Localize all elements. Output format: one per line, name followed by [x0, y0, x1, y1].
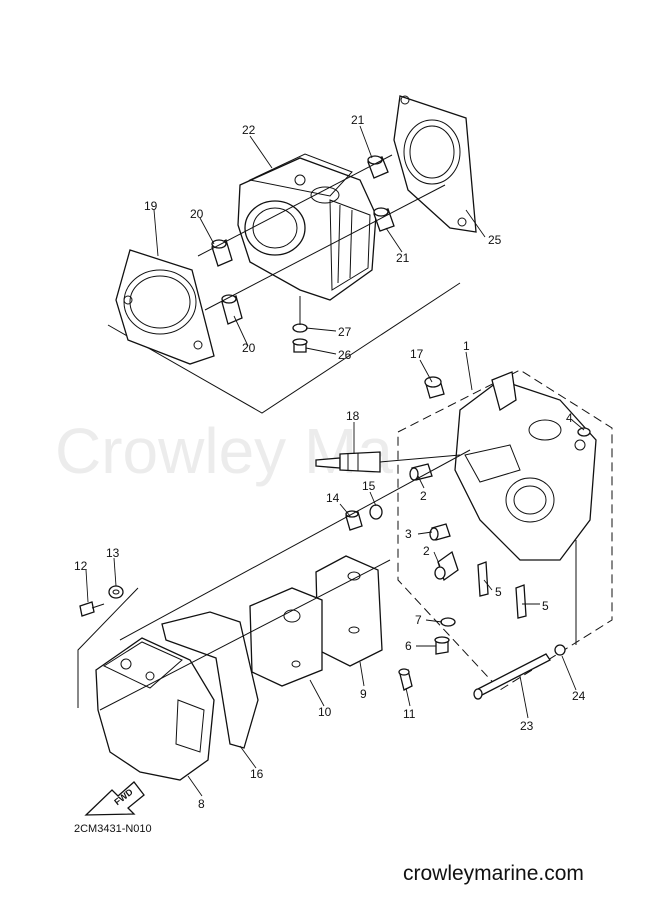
callout-13: 13: [106, 546, 120, 560]
website-url: crowleymarine.com: [403, 862, 584, 885]
part-5-stud-right[interactable]: [515, 584, 527, 619]
callout-15: 15: [362, 479, 376, 493]
leader-lines: [85, 125, 585, 797]
callout-17: 17: [410, 347, 424, 361]
callout-12: 12: [74, 559, 88, 573]
part-8-head-cover[interactable]: [95, 637, 215, 781]
part-15-o-ring[interactable]: [369, 504, 383, 520]
callout-21-upper: 21: [351, 113, 365, 127]
part-16-cover-gasket[interactable]: [161, 611, 259, 749]
part-17-cap[interactable]: [424, 376, 445, 399]
part-21-dowel-lower[interactable]: [373, 207, 395, 232]
callout-3: 3: [405, 527, 412, 541]
part-6-bolt[interactable]: [434, 636, 450, 655]
part-2-sleeve-upper[interactable]: [409, 463, 433, 481]
part-13-washer[interactable]: [108, 585, 124, 599]
part-19-cylinder-gasket[interactable]: [115, 249, 215, 365]
callout-21-lower: 21: [396, 251, 410, 265]
part-26-bolt[interactable]: [292, 338, 308, 353]
part-9-gasket[interactable]: [315, 555, 383, 667]
callout-4: 4: [566, 411, 573, 425]
fwd-arrow: FWD: [84, 781, 145, 816]
callout-5-left: 5: [495, 585, 502, 599]
callout-9: 9: [360, 687, 367, 701]
part-23-washer[interactable]: [554, 644, 566, 656]
part-5-stud-left[interactable]: [477, 561, 489, 597]
cylinder-group: [107, 95, 477, 414]
callout-7: 7: [415, 613, 422, 627]
cover-group-outline: [77, 587, 139, 708]
callout-16: 16: [250, 767, 264, 781]
part-1-cylinder-head[interactable]: [454, 371, 597, 561]
upper-group-outline: [107, 282, 461, 414]
callout-1: 1: [463, 339, 470, 353]
diagram-code: 2CM3431-N010: [74, 823, 152, 835]
head-cover-group: [77, 449, 471, 781]
callout-8: 8: [198, 797, 205, 811]
part-11-bolt[interactable]: [398, 668, 413, 691]
part-22-long-bolt[interactable]: [473, 653, 551, 700]
callout-22: 23: [520, 719, 534, 733]
callout-14: 14: [326, 491, 340, 505]
part-2-sleeve-lower[interactable]: [434, 550, 459, 582]
callout-19: 19: [144, 199, 158, 213]
callout-26: 26: [338, 348, 352, 362]
callout-5-right: 5: [542, 599, 549, 613]
part-21-dowel-upper[interactable]: [367, 155, 389, 179]
callout-20-upper: 20: [190, 207, 204, 221]
part-12-bolt[interactable]: [79, 601, 105, 617]
watermark-text: Crowley Ma: [55, 415, 393, 487]
callout-11: 11: [403, 707, 416, 721]
callout-2-upper: 2: [420, 489, 427, 503]
callout-20-lower: 20: [242, 341, 256, 355]
callout-10: 10: [318, 705, 332, 719]
callout-27: 27: [338, 325, 352, 339]
part-1-assembly-boundary: [397, 369, 613, 691]
cylinder-head-group: [315, 369, 613, 700]
part-18-spark-plug[interactable]: [315, 451, 461, 473]
part-10-gasket[interactable]: [249, 587, 323, 687]
part-4-plug[interactable]: [577, 427, 591, 437]
callout-23: 24: [572, 689, 586, 703]
part-25-head-gasket[interactable]: [393, 95, 477, 233]
part-3-plug[interactable]: [429, 523, 451, 541]
part-7-washer[interactable]: [440, 617, 456, 627]
callout-2-lower: 2: [423, 544, 430, 558]
part-27-washer[interactable]: [292, 323, 308, 333]
callouts: 22 21 21 25 19 20 20 27 26 1 17 18 15 14…: [74, 113, 586, 811]
callout-6: 6: [405, 639, 412, 653]
callout-24: 22: [242, 123, 256, 137]
part-20-dowel-lower[interactable]: [221, 294, 243, 325]
callout-18: 18: [346, 409, 360, 423]
part-24-cylinder-block[interactable]: [237, 153, 377, 301]
callout-25: 25: [488, 233, 502, 247]
